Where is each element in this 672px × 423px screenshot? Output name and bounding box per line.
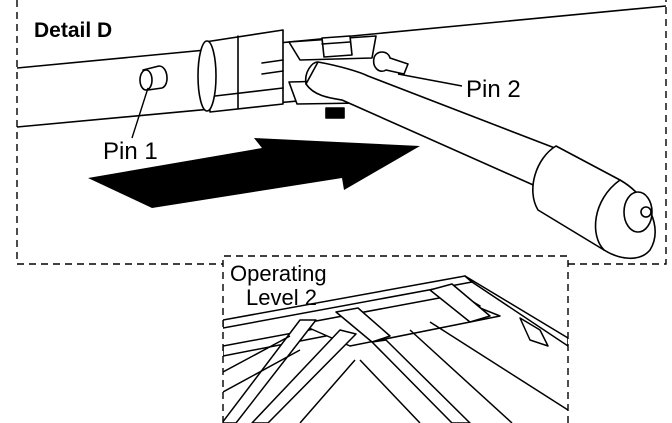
pin-1 xyxy=(139,65,168,91)
sleeve-collar xyxy=(197,29,284,113)
inset-label-line-2: Level 2 xyxy=(246,285,317,310)
inset-frame xyxy=(222,255,569,423)
detail-frame xyxy=(16,0,667,265)
pin-1-leader xyxy=(131,87,149,139)
operating-lever xyxy=(304,61,656,260)
direction-arrow xyxy=(88,138,420,208)
detail-title: Detail D xyxy=(34,19,113,42)
pin-2 xyxy=(372,51,409,75)
pin-2-label: Pin 2 xyxy=(466,76,521,103)
bolt xyxy=(321,35,353,119)
pin-2-leader xyxy=(397,73,463,87)
inset-label-line-1: Operating xyxy=(230,261,327,286)
pin-1-label: Pin 1 xyxy=(103,138,158,165)
